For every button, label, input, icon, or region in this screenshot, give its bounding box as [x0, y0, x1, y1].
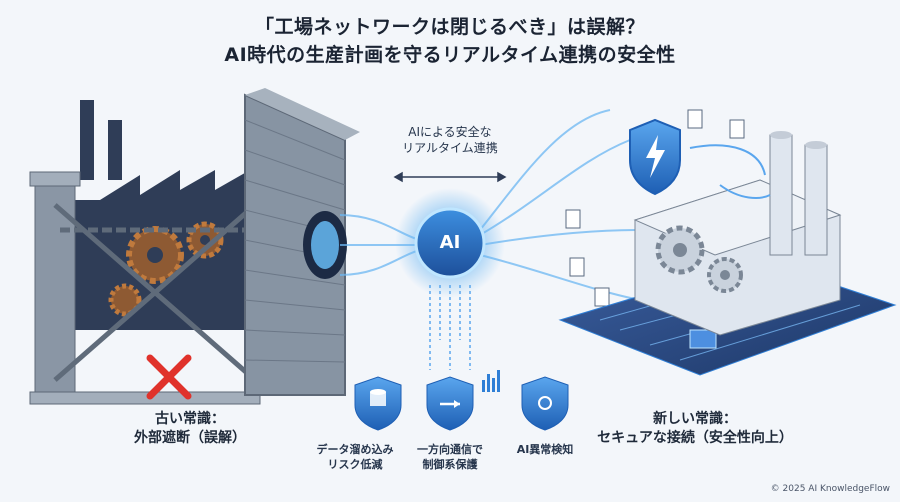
database-shield-icon — [354, 376, 402, 431]
gear-icon — [655, 225, 743, 293]
new-factory — [558, 131, 897, 376]
flow-label-line-2: リアルタイム連携 — [402, 141, 498, 155]
copyright: © 2025 AI KnowledgeFlow — [770, 484, 890, 494]
bidirectional-arrow-icon — [393, 171, 507, 183]
new-common-sense-label: 新しい常識： セキュアな接続（安全性向上） — [560, 410, 830, 448]
feature-1-line-2: リスク低減 — [327, 458, 383, 471]
title-line-1: 「工場ネットワークは閉じるべき」は誤解？ — [254, 16, 645, 38]
old-factory — [29, 100, 261, 405]
feature-one-way: 一方向通信で 制御系保護 — [395, 442, 505, 472]
lightning-shield-icon — [629, 118, 681, 196]
feature-data-risk: データ溜め込み リスク低減 — [300, 442, 410, 472]
rusty-gear-icon — [108, 221, 224, 317]
down-lines — [429, 285, 471, 370]
chain-icon — [53, 203, 257, 382]
brick-wall — [244, 88, 360, 396]
feature-2-line-1: 一方向通信で — [417, 443, 483, 456]
bar-chart-icon — [482, 370, 500, 392]
ai-core-label: AI — [439, 232, 461, 253]
old-common-sense-label: 古い常識： 外部遮断（誤解） — [120, 410, 260, 448]
feature-1-line-1: データ溜め込み — [316, 443, 394, 456]
new-label-line-2: セキュアな接続（安全性向上） — [597, 430, 793, 446]
old-label-line-2: 外部遮断（誤解） — [134, 430, 246, 446]
flow-label-line-1: AIによる安全な — [408, 125, 492, 139]
title-line-2: AI時代の生産計画を守るリアルタイム連携の安全性 — [224, 44, 676, 66]
feature-2-line-2: 制御系保護 — [422, 458, 478, 471]
sun-shield-icon — [521, 376, 569, 431]
new-label-line-1: 新しい常識： — [653, 411, 737, 427]
flow-label: AIによる安全な リアルタイム連携 — [355, 124, 545, 156]
document-icon — [565, 109, 745, 307]
feature-3-line-1: AI異常検知 — [516, 443, 574, 456]
sync-arrow-icon — [689, 144, 771, 199]
ai-core — [395, 188, 505, 298]
old-label-line-1: 古い常識： — [155, 411, 225, 427]
arrow-shield-icon — [426, 376, 474, 431]
red-x-icon — [146, 354, 192, 400]
feature-ai-detection: AI異常検知 — [490, 442, 600, 457]
